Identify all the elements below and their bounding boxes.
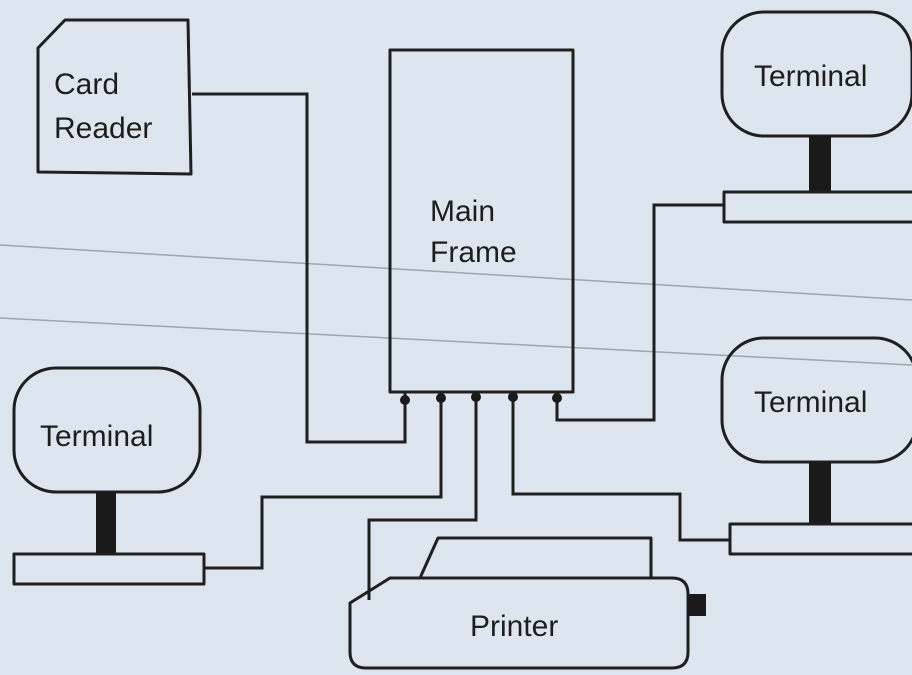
terminal-bottom-right: Terminal xyxy=(722,338,912,554)
card-reader: Card Reader xyxy=(38,20,191,174)
terminal-left: Terminal xyxy=(14,368,204,584)
terminal-stand xyxy=(809,136,831,192)
main-frame: Main Frame xyxy=(390,50,573,405)
terminal-top-right: Terminal xyxy=(722,12,912,222)
terminal-stand xyxy=(809,462,831,524)
terminal-keyboard xyxy=(724,192,912,222)
port-dot xyxy=(436,393,446,403)
port-dot xyxy=(508,392,518,402)
terminal-label: Terminal xyxy=(40,420,153,453)
port-dot xyxy=(552,393,562,403)
main-frame-ports xyxy=(400,392,562,405)
printer-label: Printer xyxy=(470,610,558,643)
terminal-label: Terminal xyxy=(754,60,867,93)
terminal-label: Terminal xyxy=(754,386,867,419)
printer-knob xyxy=(688,594,706,616)
main-frame-label-line1: Main xyxy=(430,195,495,228)
paper-fold-line xyxy=(0,318,912,365)
wire-terminal-bottom-right xyxy=(513,393,730,540)
port-dot xyxy=(471,392,481,402)
card-reader-label-line1: Card xyxy=(54,68,119,101)
printer: Printer xyxy=(350,538,706,668)
terminal-stand xyxy=(96,492,116,554)
wire-terminal-top-right xyxy=(557,205,724,420)
card-reader-label-line2: Reader xyxy=(54,112,152,145)
main-frame-label-line2: Frame xyxy=(430,236,517,269)
connection-wires xyxy=(192,94,730,600)
port-dot xyxy=(400,395,410,405)
terminal-keyboard xyxy=(14,554,204,584)
printer-paper-tray xyxy=(420,538,651,578)
terminal-keyboard xyxy=(730,524,912,554)
